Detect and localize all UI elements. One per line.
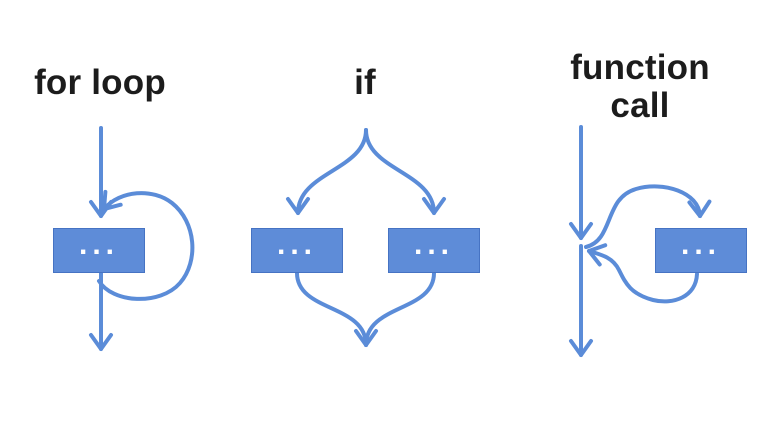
code-block-if-true-branch: ... [251, 228, 343, 273]
code-block-if-false-branch: ... [388, 228, 480, 273]
ellipsis-label: ... [680, 228, 721, 261]
if-branch-left-arrow [286, 128, 368, 215]
ellipsis-label: ... [413, 228, 454, 261]
section-title-if: if [354, 63, 376, 102]
function-call-return-arc [587, 243, 699, 304]
if-merge-left-arrow [295, 271, 378, 347]
if-branch-right-arrow [364, 128, 446, 215]
if-merge-right-arrow [364, 271, 436, 347]
ellipsis-label: ... [78, 228, 119, 261]
ellipsis-label: ... [276, 228, 317, 261]
section-title-function-call: function call [570, 48, 710, 125]
section-title-for-loop: for loop [34, 63, 166, 102]
function-call-invoke-arc [584, 184, 712, 249]
for-loop-loopback-arc [97, 189, 195, 301]
code-block-for-loop-body: ... [53, 228, 145, 273]
code-block-function-body: ... [655, 228, 747, 273]
